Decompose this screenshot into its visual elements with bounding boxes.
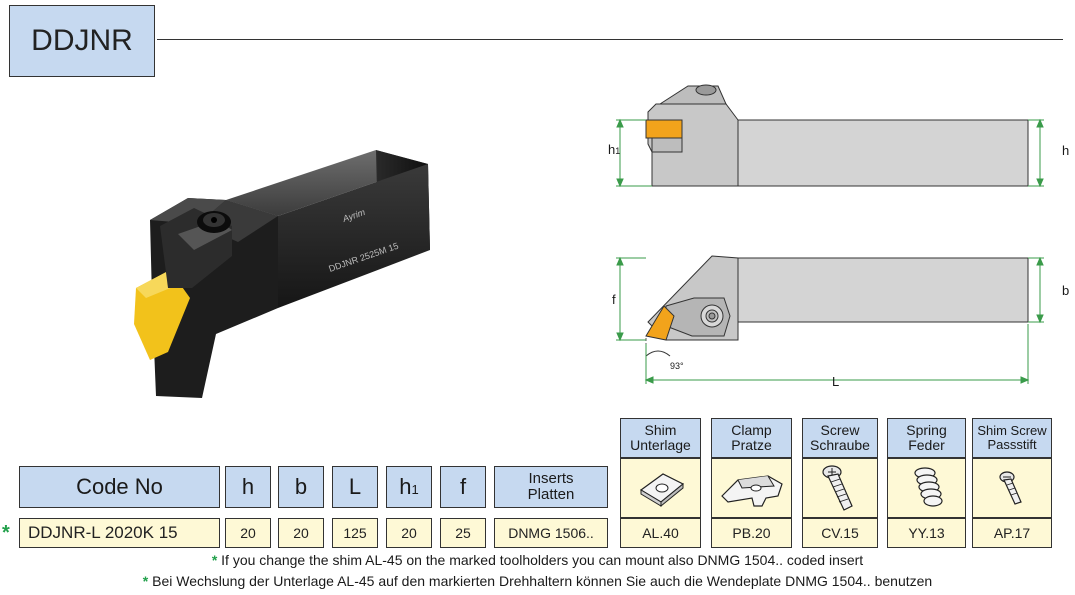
dim-f-label: f — [612, 292, 616, 307]
cell-L: 125 — [332, 518, 378, 548]
top-view-drawing: 93° f b L — [612, 255, 1069, 389]
cell-insert: DNMG 1506.. — [494, 518, 608, 548]
note-english: * If you change the shim AL-45 on the ma… — [211, 552, 864, 568]
shim-screw-icon — [972, 458, 1052, 518]
cell-h: 20 — [225, 518, 271, 548]
side-view-drawing: h1 h — [608, 84, 1069, 188]
note-marker: * — [211, 552, 218, 568]
cell-shim: AL.40 — [620, 518, 701, 548]
cell-screw: CV.15 — [802, 518, 878, 548]
header-code-no: Code No — [19, 466, 220, 508]
note-german: * Bei Wechslung der Unterlage AL-45 auf … — [142, 573, 933, 589]
angle-label: 93° — [670, 361, 684, 371]
header-f: f — [440, 466, 486, 508]
shim-icon — [620, 458, 701, 518]
cell-shim-screw: AP.17 — [972, 518, 1052, 548]
dim-h1-label: h1 — [608, 142, 620, 157]
cell-code: DDJNR-L 2020K 15 — [19, 518, 220, 548]
row-marker: * — [2, 522, 10, 544]
note-marker: * — [142, 573, 149, 589]
title-rule — [157, 39, 1063, 40]
cell-f: 25 — [440, 518, 486, 548]
cell-spring: YY.13 — [887, 518, 966, 548]
spring-icon — [887, 458, 966, 518]
screw-icon — [802, 458, 878, 518]
clamp-icon — [711, 458, 792, 518]
toolholder-photo: Ayrim DDJNR 2525M 15 — [134, 150, 430, 398]
dim-b-label: b — [1062, 283, 1069, 298]
header-L: L — [332, 466, 378, 508]
header-b: b — [278, 466, 324, 508]
cell-h1: 20 — [386, 518, 432, 548]
dim-h-label: h — [1062, 143, 1069, 158]
cell-clamp: PB.20 — [711, 518, 792, 548]
page-title: DDJNR — [9, 5, 155, 77]
header-h: h — [225, 466, 271, 508]
dim-L-label: L — [832, 374, 839, 389]
cell-b: 20 — [278, 518, 324, 548]
